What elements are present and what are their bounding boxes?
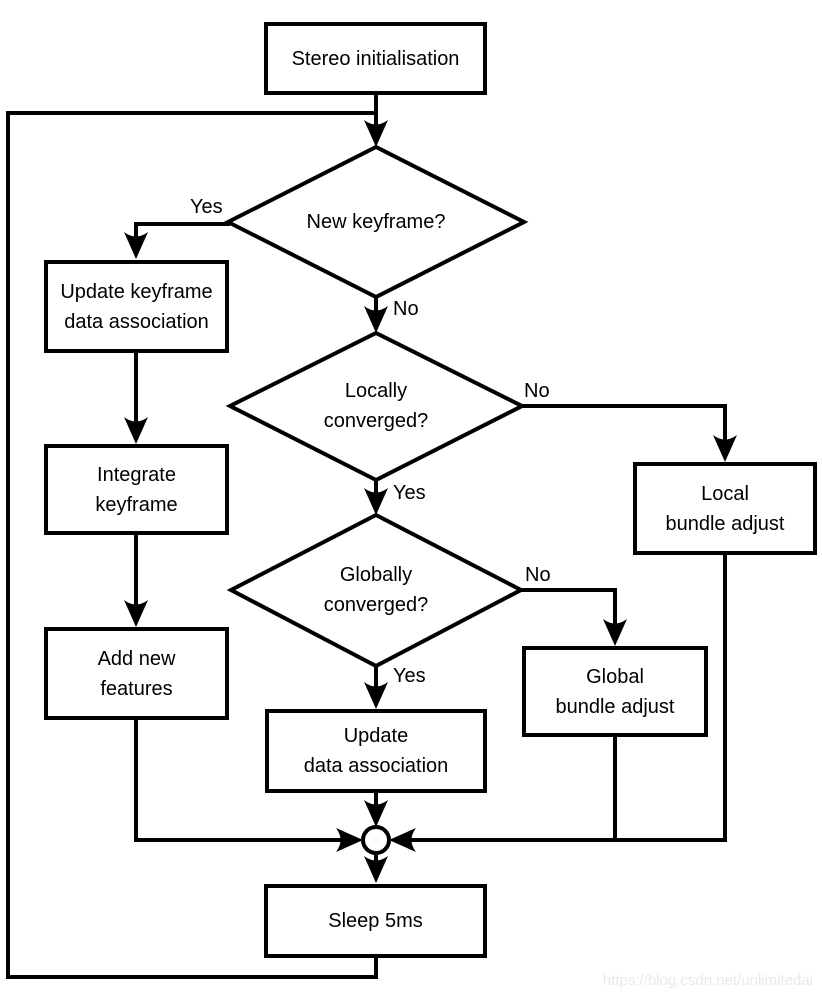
edge-locally-no xyxy=(522,404,727,455)
diamond-locally-converged xyxy=(225,330,527,483)
arrowhead xyxy=(364,682,388,709)
arrowhead xyxy=(124,232,148,259)
diamond-globally-converged xyxy=(226,512,526,669)
connector-lines xyxy=(6,95,727,979)
edge-loop-back xyxy=(6,111,378,979)
edge-label-no-new-keyframe: No xyxy=(393,298,419,320)
node-add-new-features: Add new features xyxy=(44,627,229,720)
node-update-data-association: Update data association xyxy=(265,709,487,793)
node-update-keyframe-data-association: Update keyframe data association xyxy=(44,260,229,353)
node-integrate-keyframe: Integrate keyframe xyxy=(44,444,229,535)
arrowhead xyxy=(364,120,388,147)
edge-label-yes-new-keyframe: Yes xyxy=(190,196,223,218)
edge-label-no-globally: No xyxy=(525,564,551,586)
node-local-bundle-adjust: Local bundle adjust xyxy=(633,462,817,555)
edge-localbundle-to-junction xyxy=(394,555,727,842)
edge-label-yes-globally: Yes xyxy=(393,665,426,687)
watermark-url: https://blog.csdn.net/unlimitedai xyxy=(602,972,813,989)
edge-label-yes-locally: Yes xyxy=(393,482,426,504)
edge-newkeyframe-yes xyxy=(134,222,230,252)
arrowheads xyxy=(124,120,737,883)
node-stereo-initialisation: Stereo initialisation xyxy=(264,22,487,95)
arrowhead xyxy=(124,417,148,444)
arrowhead xyxy=(603,619,627,646)
arrowhead xyxy=(364,306,388,333)
arrowhead xyxy=(364,488,388,515)
arrowhead xyxy=(713,435,737,462)
arrowhead xyxy=(389,828,416,852)
node-global-bundle-adjust: Global bundle adjust xyxy=(522,646,708,737)
arrowhead xyxy=(364,800,388,827)
arrowhead xyxy=(336,828,363,852)
edge-globally-no xyxy=(521,588,617,639)
diamond-new-keyframe xyxy=(223,144,529,300)
edge-add-to-junction xyxy=(134,720,358,842)
edge-label-no-locally: No xyxy=(524,380,550,402)
arrowhead xyxy=(124,600,148,627)
junction-circle xyxy=(361,825,391,855)
decision-diamonds xyxy=(223,144,529,669)
node-sleep-5ms: Sleep 5ms xyxy=(264,884,487,958)
arrowhead xyxy=(364,856,388,883)
